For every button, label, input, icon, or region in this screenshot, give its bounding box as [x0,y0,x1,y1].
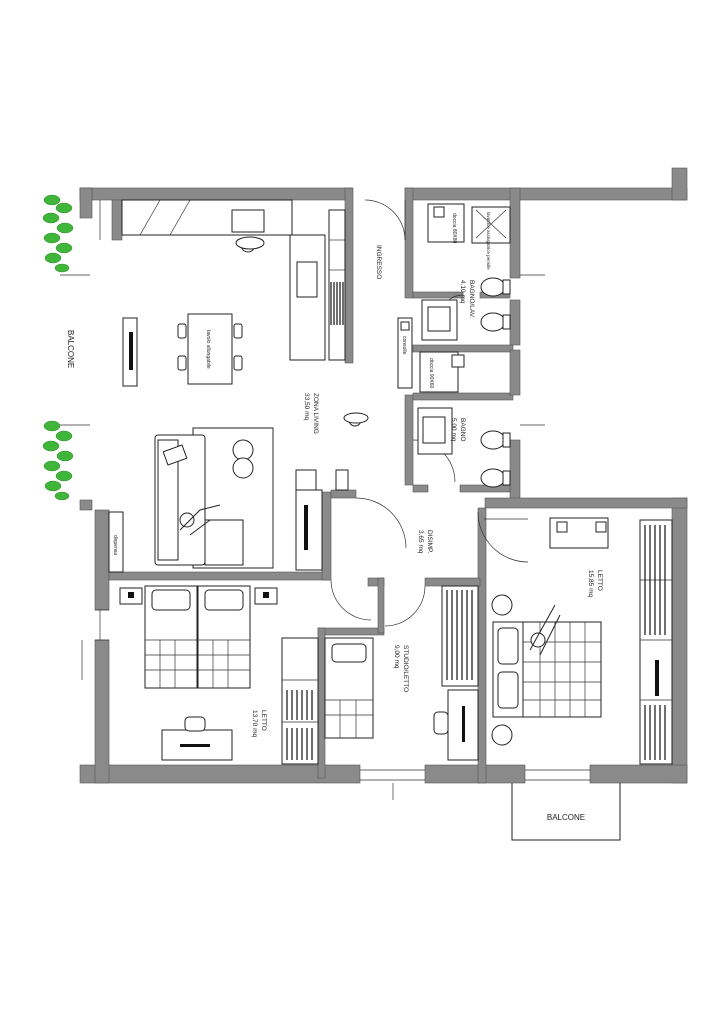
svg-text:doccia 90X60: doccia 90X60 [428,358,434,389]
ingresso-label: INGRESSO [375,245,382,279]
disimp-area: 3,65 mq [417,530,424,554]
letto-small-name: LETTO [260,710,267,731]
dining-table: tavolo allungabile [177,313,243,385]
letto-small-area: 13,70 mq [251,710,258,737]
bagno-area: 5,00 mq [450,418,457,442]
letto-large-area: 15,85 mq [587,570,594,597]
plant-icon [42,420,74,501]
bedroom-left: dispensa [108,511,319,765]
plant-icon [42,194,74,273]
studio-area: 9,00 mq [393,645,400,669]
bagno-name: BAGNO [459,418,466,441]
person-figure [343,412,369,427]
doccia-2-label: doccia 90X60 [428,358,434,389]
svg-text:lavatrice asciugatrice pensile: lavatrice asciugatrice pensile [486,212,491,270]
room-labels: BALCONE BALCONE INGRESSO ZONA LIVING 33,… [66,245,603,822]
bedroom-right [491,517,673,765]
lavatrice-label: lavatrice asciugatrice pensile [486,212,491,270]
living-console [295,469,349,571]
tavolo-label: tavolo allungabile [205,330,211,369]
svg-text:dispensa: dispensa [112,535,118,555]
balcone-bottom-label: BALCONE [547,813,585,822]
svg-text:consolle: consolle [401,336,407,355]
kitchen [121,199,346,361]
consolle-label: consolle [401,336,407,355]
living-sofa [154,427,274,569]
exterior-lines [60,200,590,800]
studio [324,585,479,761]
bagno: doccia 90X60 [417,351,511,488]
bagno-lav-area: 4,10 mq [459,280,466,304]
living-name: ZONA LIVING [312,393,319,434]
tv-unit [122,317,138,387]
consolle: consolle [397,317,413,389]
svg-text:tavolo allungabile: tavolo allungabile [205,330,211,369]
bagno-lav-name: BAGNO/LAV. [468,280,475,318]
doccia-1-label: doccia 80X80 [451,213,457,244]
svg-text:doccia 80X80: doccia 80X80 [451,213,457,244]
balcone-left-label: BALCONE [66,330,75,368]
studio-name: STUDIO/LETTO [402,645,409,692]
bagno-lav: doccia 80X80 lavatrice asciugatrice pens… [421,203,511,341]
balcony-bottom [511,783,621,841]
living-area: 33,50 mq [303,393,310,420]
letto-large-name: LETTO [596,570,603,591]
dispensa-label: dispensa [112,535,118,555]
disimp-name: DISIMP. [426,530,433,554]
